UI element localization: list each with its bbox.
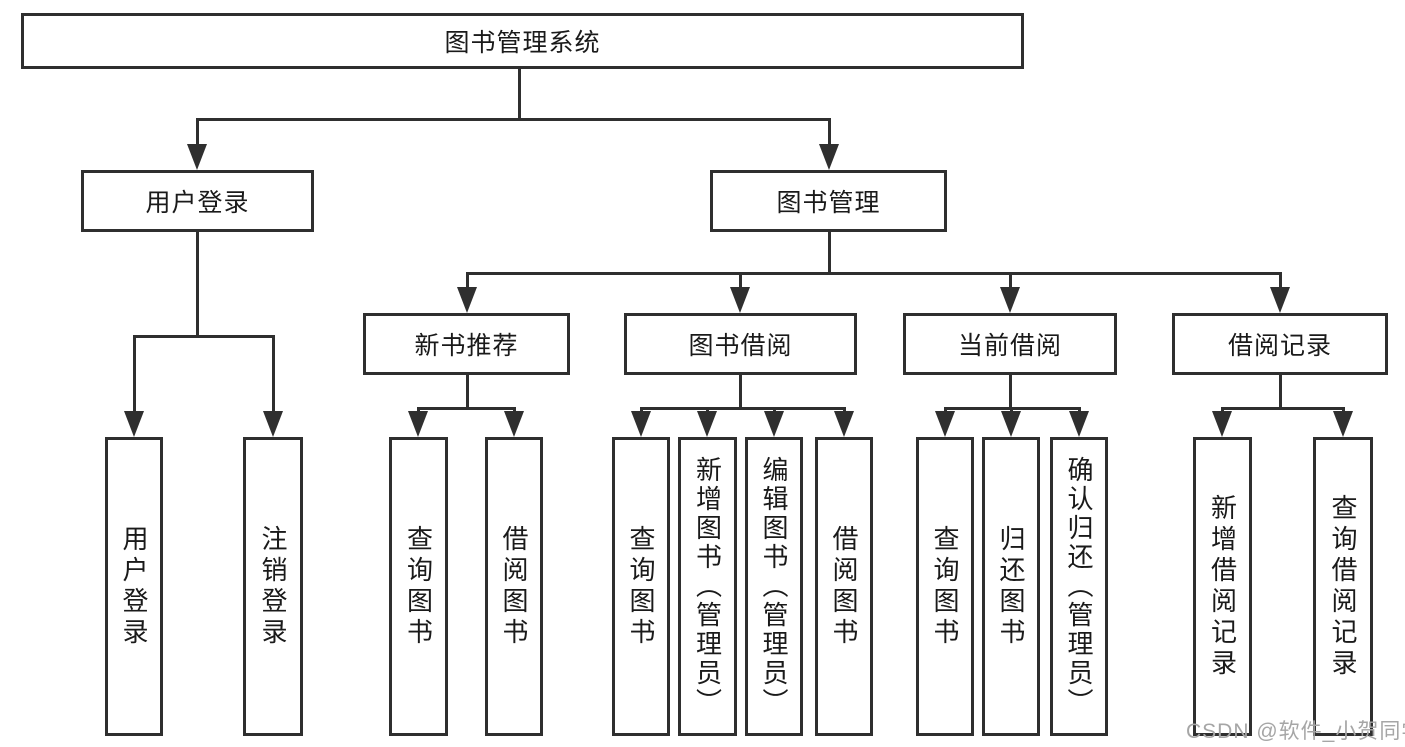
leaf-borrow-edit-books-admin: 编辑图书（管理员） bbox=[745, 437, 803, 736]
node-book-borrow: 图书借阅 bbox=[624, 313, 857, 375]
connector-line bbox=[739, 272, 742, 291]
leaf-borrow-borrow-books: 借阅图书 bbox=[815, 437, 873, 736]
connector-line bbox=[417, 407, 516, 410]
connector-line bbox=[466, 272, 1282, 275]
leaf-borrow-add-books-admin: 新增图书（管理员） bbox=[678, 437, 737, 736]
arrowhead-down-icon bbox=[1000, 287, 1020, 313]
connector-line bbox=[1279, 272, 1282, 291]
arrowhead-down-icon bbox=[730, 287, 750, 313]
leaf-logout: 注销登录 bbox=[243, 437, 303, 736]
connector-line bbox=[1009, 375, 1012, 407]
connector-line bbox=[196, 118, 199, 148]
connector-line bbox=[828, 232, 831, 272]
arrowhead-down-icon bbox=[764, 411, 784, 437]
leaf-borrow-search-books: 查询图书 bbox=[612, 437, 670, 736]
connector-line bbox=[518, 69, 521, 118]
leaf-record-search-borrow-record: 查询借阅记录 bbox=[1313, 437, 1373, 736]
node-borrow-record: 借阅记录 bbox=[1172, 313, 1388, 375]
arrowhead-down-icon bbox=[1333, 411, 1353, 437]
connector-line bbox=[466, 375, 469, 407]
leaf-user-login: 用户登录 bbox=[105, 437, 163, 736]
arrowhead-down-icon bbox=[819, 144, 839, 170]
arrowhead-down-icon bbox=[697, 411, 717, 437]
connector-line bbox=[739, 375, 742, 407]
leaf-record-add-borrow-record: 新增借阅记录 bbox=[1193, 437, 1252, 736]
arrowhead-down-icon bbox=[834, 411, 854, 437]
connector-line bbox=[640, 407, 846, 410]
arrowhead-down-icon bbox=[1001, 411, 1021, 437]
connector-line bbox=[196, 232, 199, 335]
connector-line bbox=[272, 335, 275, 415]
leaf-current-return-books: 归还图书 bbox=[982, 437, 1040, 736]
connector-line bbox=[1221, 407, 1345, 410]
leaf-newbook-search-books: 查询图书 bbox=[389, 437, 448, 736]
connector-line bbox=[133, 335, 275, 338]
arrowhead-down-icon bbox=[1212, 411, 1232, 437]
connector-line bbox=[133, 335, 136, 415]
arrowhead-down-icon bbox=[457, 287, 477, 313]
node-current-borrow: 当前借阅 bbox=[903, 313, 1117, 375]
arrowhead-down-icon bbox=[408, 411, 428, 437]
node-root-system: 图书管理系统 bbox=[21, 13, 1024, 69]
arrowhead-down-icon bbox=[1270, 287, 1290, 313]
arrowhead-down-icon bbox=[1069, 411, 1089, 437]
connector-line bbox=[196, 118, 830, 121]
node-new-book-recommend: 新书推荐 bbox=[363, 313, 570, 375]
connector-line bbox=[1279, 375, 1282, 407]
node-book-management: 图书管理 bbox=[710, 170, 947, 232]
arrowhead-down-icon bbox=[187, 144, 207, 170]
csdn-watermark: CSDN @软件_小贺同学 bbox=[1186, 720, 1405, 743]
arrowhead-down-icon bbox=[935, 411, 955, 437]
leaf-current-search-books: 查询图书 bbox=[916, 437, 974, 736]
leaf-newbook-borrow-books: 借阅图书 bbox=[485, 437, 543, 736]
connector-line bbox=[1009, 272, 1012, 291]
connector-line bbox=[466, 272, 469, 291]
arrowhead-down-icon bbox=[504, 411, 524, 437]
arrowhead-down-icon bbox=[263, 411, 283, 437]
arrowhead-down-icon bbox=[631, 411, 651, 437]
node-user-login: 用户登录 bbox=[81, 170, 314, 232]
arrowhead-down-icon bbox=[124, 411, 144, 437]
connector-line bbox=[828, 118, 831, 148]
leaf-current-confirm-return-admin: 确认归还（管理员） bbox=[1050, 437, 1108, 736]
